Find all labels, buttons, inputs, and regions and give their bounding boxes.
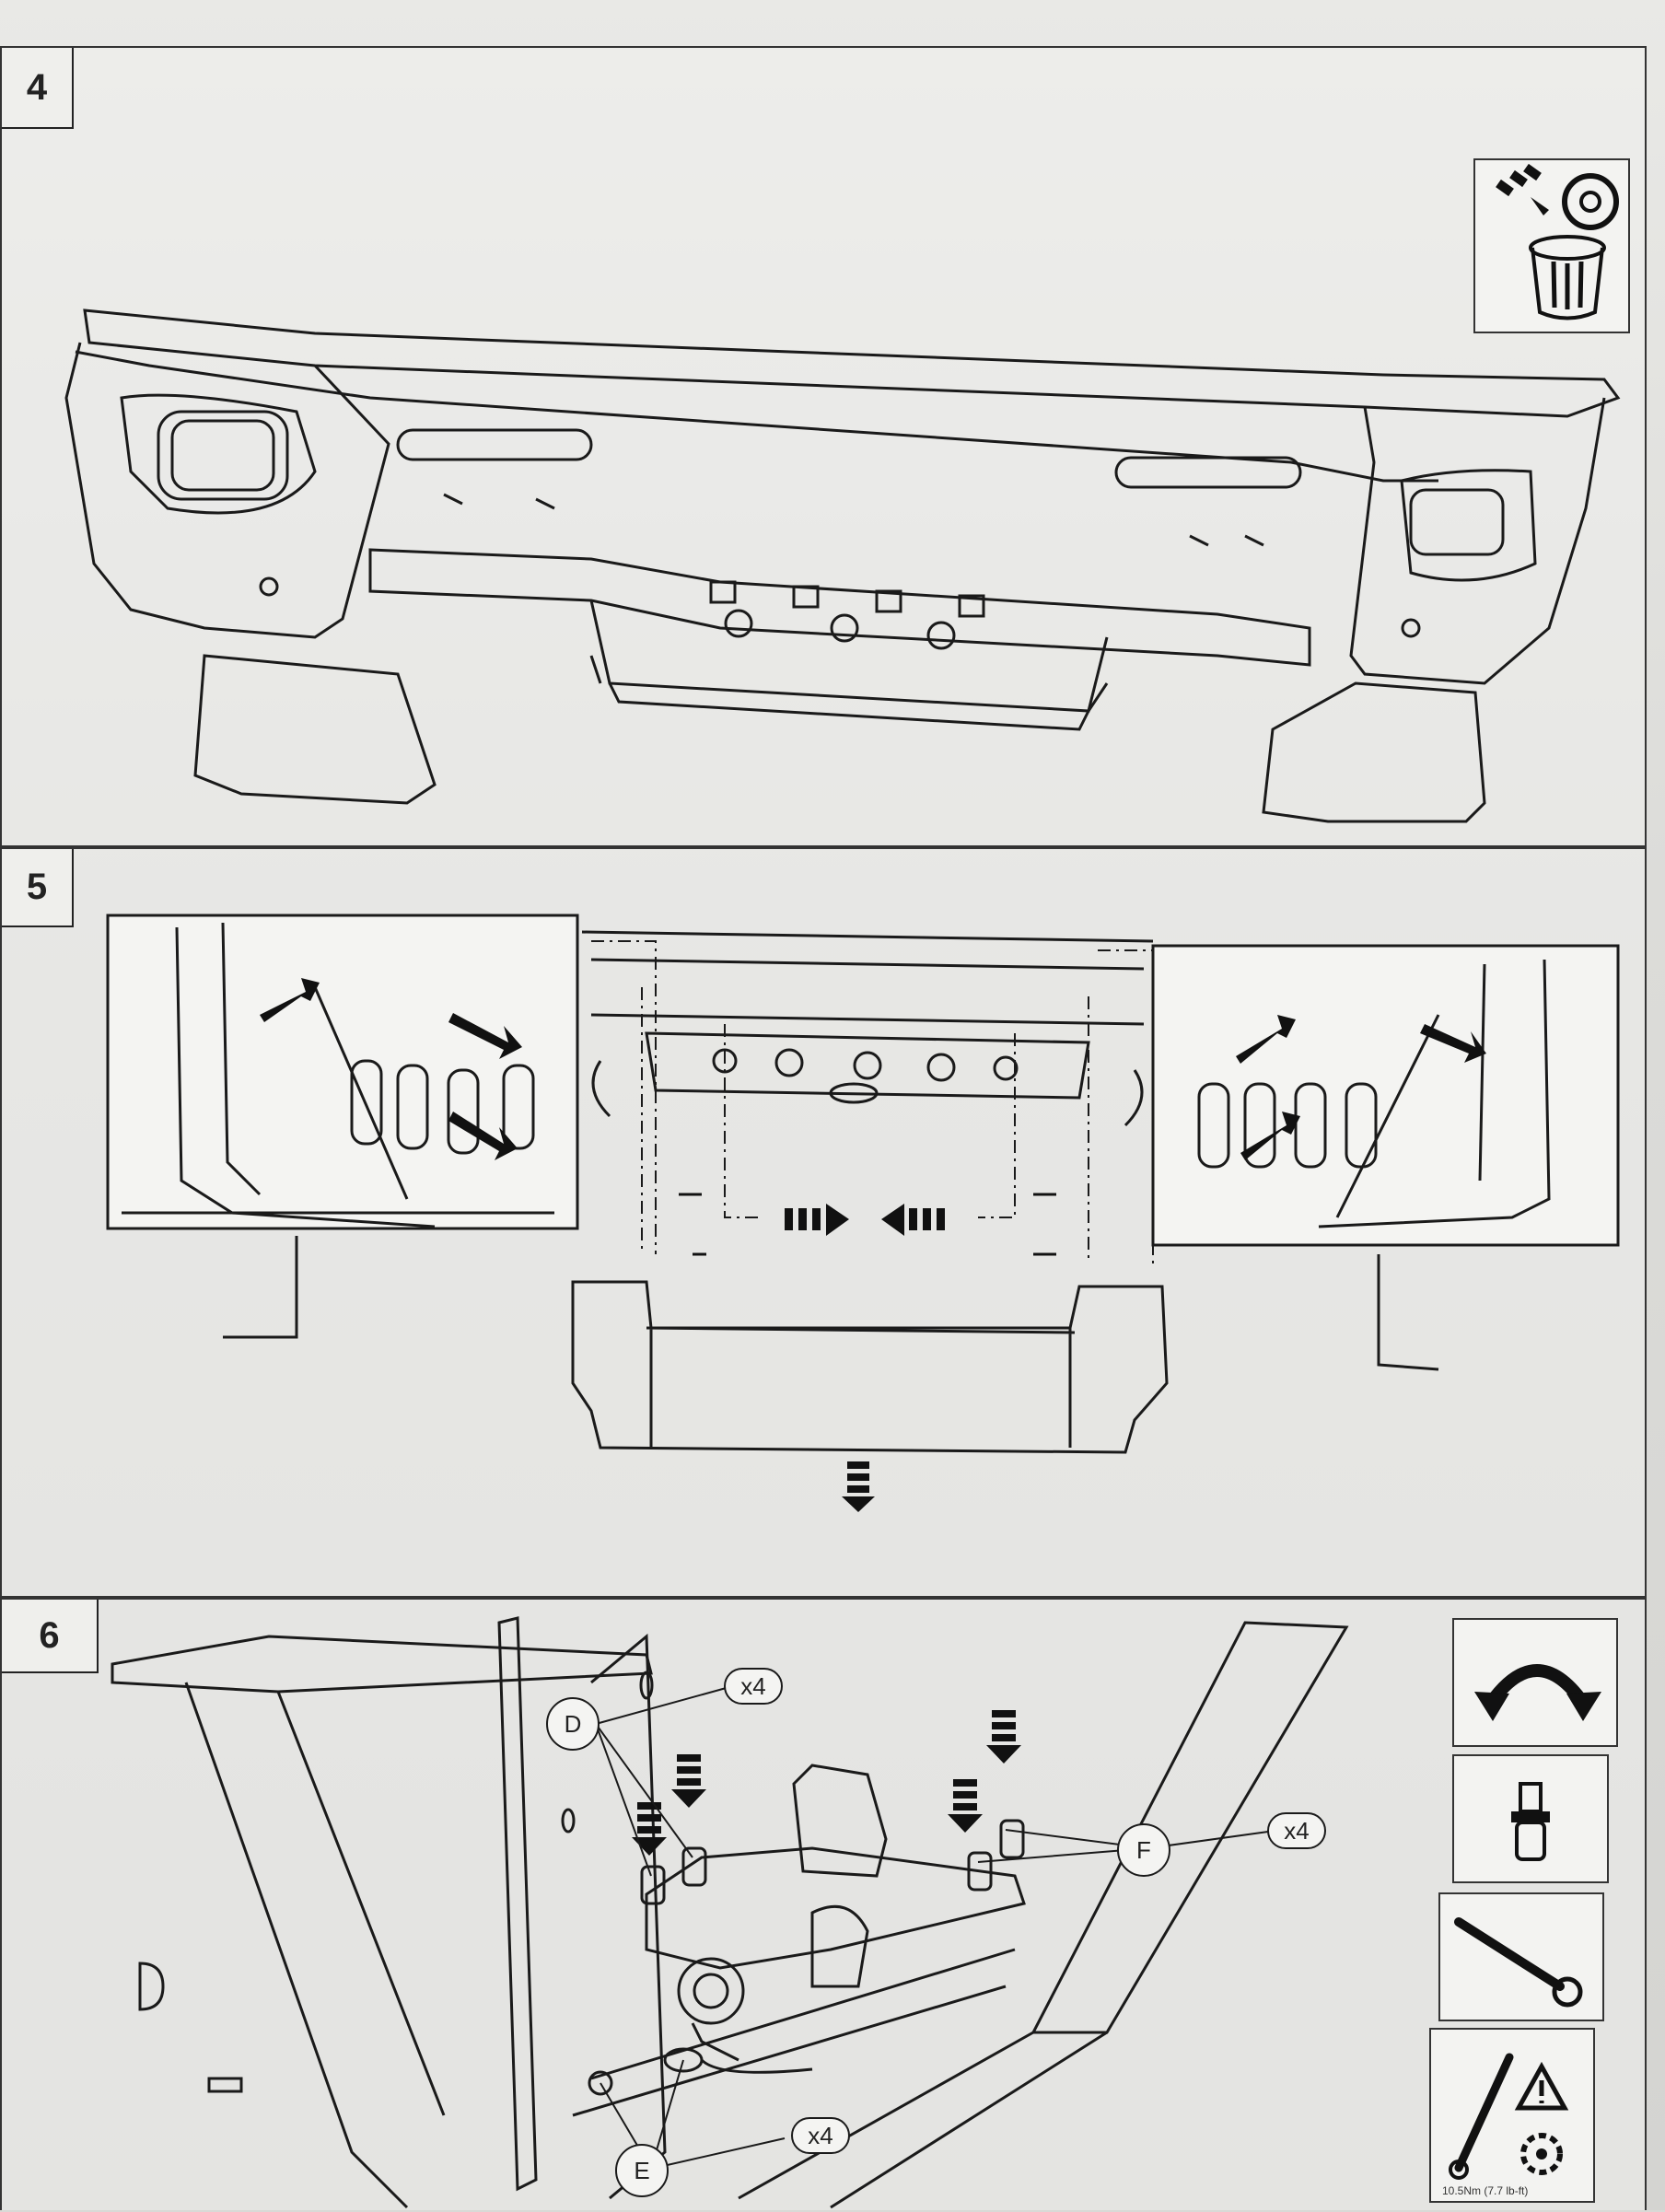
torque-spec: 10.5Nm (7.7 lb-ft) — [1442, 2184, 1529, 2197]
discard-icon — [1496, 163, 1619, 320]
ratchet-icon-box — [1438, 1892, 1604, 2021]
step-6-panel: 6 — [0, 1598, 1647, 2210]
torque-wrench-icon — [1449, 2053, 1563, 2180]
step-4-panel: 4 — [0, 46, 1647, 847]
step-5-panel: 5 — [0, 847, 1647, 1598]
bolt-icon-box — [1452, 1754, 1609, 1883]
step-number: 5 — [2, 849, 74, 927]
quantity-d: x4 — [724, 1668, 783, 1705]
warning-icon — [1514, 2061, 1569, 2111]
tow-hook-install-drawing: D x4 F x4 E x4 — [111, 1616, 1349, 2209]
callout-f: F — [1117, 1823, 1170, 1877]
quantity-f-label: x4 — [1284, 1817, 1309, 1845]
discard-icon-box — [1473, 158, 1630, 333]
quantity-e-label: x4 — [808, 2122, 832, 2149]
callout-f-label: F — [1136, 1836, 1151, 1864]
step-number: 4 — [2, 48, 74, 129]
torque-icon-box: 10.5Nm (7.7 lb-ft) — [1429, 2028, 1595, 2203]
bolt-icon — [1511, 1782, 1550, 1861]
rotate-icon-box — [1452, 1618, 1618, 1747]
tow-hook-removal-drawing — [106, 914, 1620, 1512]
ratchet-wrench-icon — [1454, 1917, 1583, 2008]
rotate-arrows-icon — [1474, 1664, 1601, 1721]
step-number: 6 — [2, 1600, 99, 1673]
callout-e-label: E — [634, 2157, 649, 2184]
quantity-d-label: x4 — [740, 1672, 765, 1700]
callout-e: E — [615, 2144, 669, 2197]
bumper-drawing — [64, 309, 1621, 823]
quantity-f: x4 — [1267, 1812, 1326, 1849]
callout-d: D — [546, 1697, 600, 1751]
callout-d-label: D — [565, 1710, 582, 1738]
quantity-e: x4 — [791, 2117, 850, 2154]
